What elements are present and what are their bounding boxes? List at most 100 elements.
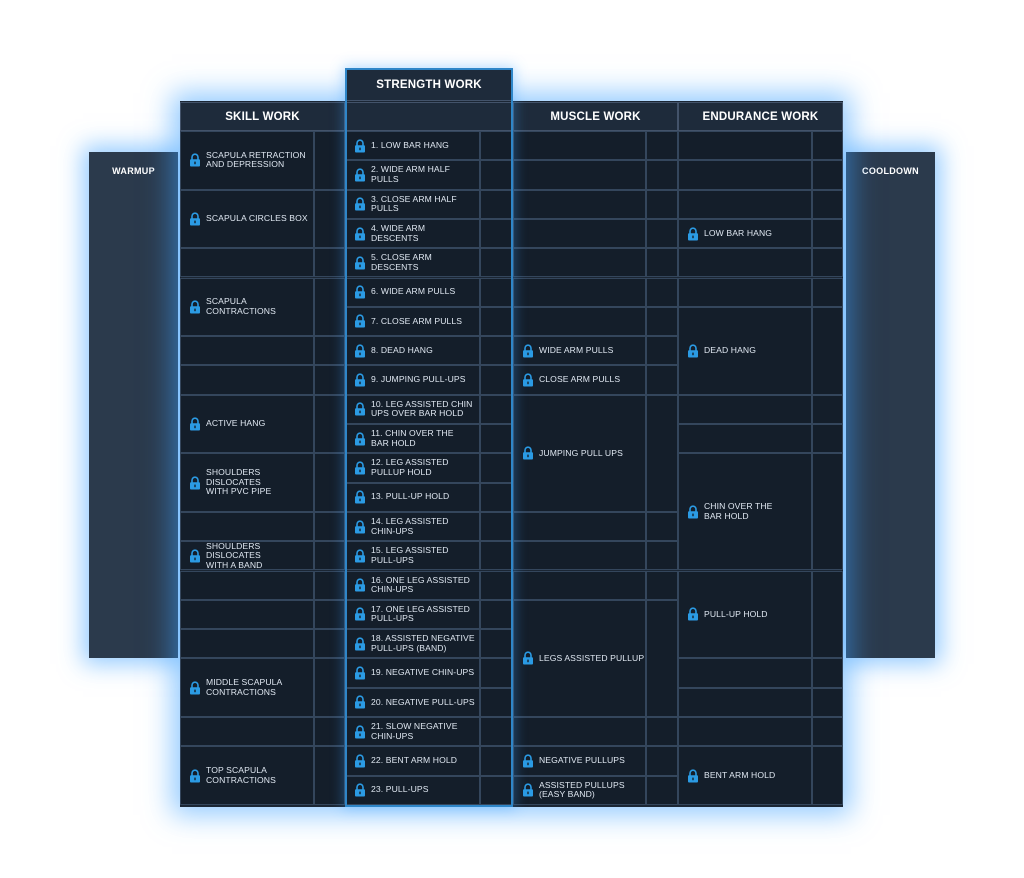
lock-icon (354, 314, 366, 328)
lock-icon (354, 754, 366, 768)
strength-item-1-low-bar-hang[interactable]: 1. LOW BAR HANG (345, 131, 480, 161)
muscle-item-legs-assisted-pullup[interactable]: LEGS ASSISTED PULLUP (513, 599, 646, 717)
strength-side-cell (480, 717, 513, 747)
skill-item-empty-cell (180, 365, 314, 395)
muscle-item-empty-cell (513, 570, 646, 600)
muscle-side-cell (646, 570, 678, 600)
strength-item-9-jumping-pull-ups[interactable]: 9. JUMPING PULL-UPS (345, 365, 480, 395)
strength-side-cell (480, 599, 513, 630)
muscle-item-empty-cell (513, 131, 646, 161)
lock-icon (189, 681, 201, 695)
lock-icon (522, 651, 534, 665)
lock-icon (354, 168, 366, 182)
endurance-item-pull-up-hold[interactable]: PULL-UP HOLD (678, 570, 812, 659)
muscle-side-cell (646, 131, 678, 161)
strength-item-label: 9. JUMPING PULL-UPS (371, 374, 466, 385)
muscle-side-cell (646, 160, 678, 190)
lock-icon (354, 695, 366, 709)
endurance-item-label: BENT ARM HOLD (704, 769, 776, 780)
skill-item-empty-cell (180, 717, 314, 747)
strength-side-cell (480, 248, 513, 278)
header-skill-work: SKILL WORK (180, 102, 345, 131)
lock-icon (522, 783, 534, 797)
lock-icon (354, 227, 366, 241)
muscle-item-empty-cell (513, 277, 646, 307)
strength-side-cell (480, 160, 513, 190)
skill-item-active-hang[interactable]: ACTIVE HANG (180, 394, 314, 454)
muscle-item-assisted-pullups-easy-band[interactable]: ASSISTED PULLUPS(EASY BAND) (513, 775, 646, 805)
strength-item-23-pull-ups[interactable]: 23. PULL-UPS (345, 775, 480, 805)
strength-side-cell (480, 394, 513, 424)
strength-item-6-wide-arm-pulls[interactable]: 6. WIDE ARM PULLS (345, 277, 480, 307)
muscle-item-jumping-pull-ups[interactable]: JUMPING PULL UPS (513, 394, 646, 512)
muscle-item-label: CLOSE ARM PULLS (539, 374, 621, 385)
endurance-side-cell (812, 277, 843, 307)
endurance-item-empty-cell (678, 658, 812, 688)
lock-icon (687, 505, 699, 519)
endurance-side-cell (812, 658, 843, 688)
endurance-item-empty-cell (678, 160, 812, 190)
endurance-item-dead-hang[interactable]: DEAD HANG (678, 306, 812, 395)
strength-side-cell (480, 541, 513, 571)
strength-item-20-negative-pull-ups[interactable]: 20. NEGATIVE PULL-UPS (345, 687, 480, 717)
muscle-item-close-arm-pulls[interactable]: CLOSE ARM PULLS (513, 365, 646, 395)
strength-item-22-bent-arm-hold[interactable]: 22. BENT ARM HOLD (345, 746, 480, 776)
lock-icon (354, 725, 366, 739)
skill-item-scapula-circles-box[interactable]: SCAPULA CIRCLES BOX (180, 189, 314, 249)
skill-side-cell (314, 717, 345, 747)
header-endurance-work: ENDURANCE WORK (678, 102, 843, 131)
skill-item-label: ACTIVE HANG (206, 418, 266, 429)
header-muscle-work: MUSCLE WORK (513, 102, 678, 131)
strength-item-8-dead-hang[interactable]: 8. DEAD HANG (345, 336, 480, 366)
muscle-side-cell (646, 218, 678, 249)
muscle-item-label: NEGATIVE PULLUPS (539, 755, 625, 766)
muscle-item-empty-cell (513, 218, 646, 249)
muscle-item-negative-pullups[interactable]: NEGATIVE PULLUPS (513, 746, 646, 776)
endurance-item-bent-arm-hold[interactable]: BENT ARM HOLD (678, 746, 812, 805)
strength-side-cell (480, 629, 513, 659)
skill-item-empty-cell (180, 570, 314, 600)
skill-side-cell (314, 570, 345, 600)
strength-item-19-negative-chin-ups[interactable]: 19. NEGATIVE CHIN-UPS (345, 658, 480, 688)
endurance-item-low-bar-hang[interactable]: LOW BAR HANG (678, 218, 812, 249)
muscle-item-empty-cell (513, 717, 646, 747)
strength-item-label: 7. CLOSE ARM PULLS (371, 315, 463, 326)
lock-icon (354, 461, 366, 475)
strength-item-7-close-arm-pulls[interactable]: 7. CLOSE ARM PULLS (345, 306, 480, 337)
header-strength-work: STRENGTH WORK (345, 68, 513, 101)
lock-icon (354, 373, 366, 387)
lock-icon (354, 402, 366, 416)
muscle-item-wide-arm-pulls[interactable]: WIDE ARM PULLS (513, 336, 646, 366)
muscle-side-cell (646, 336, 678, 366)
strength-item-13-pull-up-hold[interactable]: 13. PULL-UP HOLD (345, 482, 480, 512)
muscle-item-empty-cell (513, 541, 646, 571)
muscle-item-label: WIDE ARM PULLS (539, 344, 614, 355)
